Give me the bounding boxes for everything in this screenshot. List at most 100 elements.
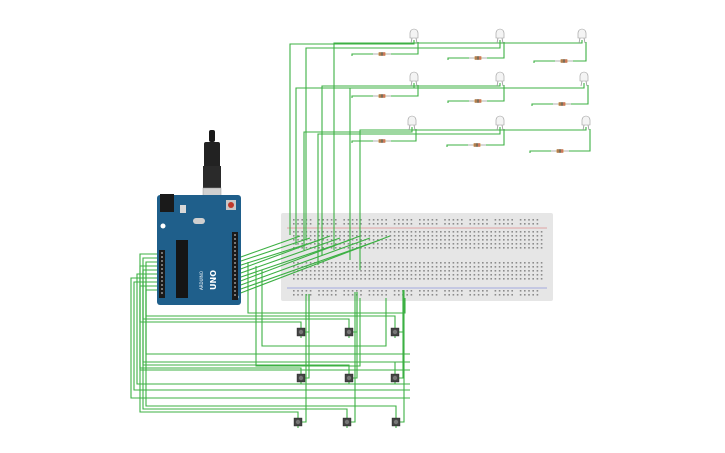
pushbutton[interactable] xyxy=(293,417,303,427)
wire[interactable] xyxy=(533,60,555,63)
header-pin[interactable] xyxy=(234,266,236,268)
pushbutton[interactable] xyxy=(296,373,306,383)
wire[interactable] xyxy=(399,290,404,379)
header-pin[interactable] xyxy=(234,238,236,240)
wire[interactable] xyxy=(486,129,505,146)
pushbutton[interactable] xyxy=(391,417,401,427)
header-pin[interactable] xyxy=(161,252,163,254)
resistor[interactable] xyxy=(468,143,486,147)
wire[interactable] xyxy=(139,285,410,371)
pushbutton[interactable] xyxy=(342,417,352,427)
breadboard[interactable] xyxy=(281,213,553,301)
pushbutton[interactable] xyxy=(296,327,306,337)
arduino-uno-board[interactable]: ARDUINO UNO xyxy=(157,130,241,305)
wire[interactable] xyxy=(302,294,307,423)
wire[interactable] xyxy=(145,289,410,355)
led[interactable] xyxy=(579,71,589,87)
header-pin[interactable] xyxy=(234,274,236,276)
header-pin[interactable] xyxy=(234,250,236,252)
resistor[interactable] xyxy=(469,56,487,60)
header-pin[interactable] xyxy=(161,260,163,262)
wire[interactable] xyxy=(351,95,373,98)
wire[interactable] xyxy=(305,40,501,240)
wire[interactable] xyxy=(359,127,587,270)
wire[interactable] xyxy=(529,150,551,153)
wire[interactable] xyxy=(237,235,301,259)
wire[interactable] xyxy=(255,266,361,367)
led[interactable] xyxy=(577,28,587,44)
header-pin[interactable] xyxy=(161,256,163,258)
led[interactable] xyxy=(409,71,419,87)
wire[interactable] xyxy=(261,270,387,347)
led[interactable] xyxy=(581,115,591,131)
pushbutton[interactable] xyxy=(344,327,354,337)
wire[interactable] xyxy=(353,292,358,379)
header-pin[interactable] xyxy=(234,242,236,244)
wire[interactable] xyxy=(237,237,371,287)
header-pin[interactable] xyxy=(161,264,163,266)
wire[interactable] xyxy=(349,83,585,260)
wire[interactable] xyxy=(237,235,331,271)
wire[interactable] xyxy=(237,237,341,275)
wire[interactable] xyxy=(487,42,505,59)
header-pin[interactable] xyxy=(234,294,236,296)
wire[interactable] xyxy=(400,290,405,423)
wire[interactable] xyxy=(133,281,410,391)
header-pin[interactable] xyxy=(161,268,163,270)
wire[interactable] xyxy=(237,237,311,263)
wire[interactable] xyxy=(237,235,361,283)
header-pin[interactable] xyxy=(161,276,163,278)
wire[interactable] xyxy=(333,40,583,250)
wire[interactable] xyxy=(569,129,591,152)
header-pin[interactable] xyxy=(234,262,236,264)
wire[interactable] xyxy=(487,85,505,102)
wire[interactable] xyxy=(447,57,469,60)
wire[interactable] xyxy=(573,42,587,62)
wire[interactable] xyxy=(446,144,468,147)
resistor[interactable] xyxy=(555,59,573,63)
wire[interactable] xyxy=(351,292,356,423)
led[interactable] xyxy=(495,115,505,131)
header-pin[interactable] xyxy=(234,282,236,284)
wire[interactable] xyxy=(142,269,410,363)
resistor[interactable] xyxy=(553,102,571,106)
pushbutton[interactable] xyxy=(390,373,400,383)
resistor[interactable] xyxy=(373,139,391,143)
header-pin[interactable] xyxy=(161,292,163,294)
resistor[interactable] xyxy=(469,99,487,103)
header-pin[interactable] xyxy=(234,278,236,280)
wire[interactable] xyxy=(391,85,419,97)
wire[interactable] xyxy=(447,100,469,103)
header-pin[interactable] xyxy=(161,280,163,282)
led[interactable] xyxy=(407,115,417,131)
pushbutton[interactable] xyxy=(344,373,354,383)
resistor[interactable] xyxy=(373,94,391,98)
header-pin[interactable] xyxy=(234,258,236,260)
led[interactable] xyxy=(409,28,419,44)
wire[interactable] xyxy=(391,42,419,55)
wire[interactable] xyxy=(531,103,553,106)
header-pin[interactable] xyxy=(161,272,163,274)
header-pin[interactable] xyxy=(234,254,236,256)
wire[interactable] xyxy=(351,140,373,143)
header-pin[interactable] xyxy=(234,286,236,288)
wire[interactable] xyxy=(237,235,391,295)
wire[interactable] xyxy=(130,277,410,399)
wire[interactable] xyxy=(247,262,406,314)
led[interactable] xyxy=(495,71,505,87)
wire[interactable] xyxy=(571,85,589,105)
wire[interactable] xyxy=(391,129,417,142)
header-pin[interactable] xyxy=(234,270,236,272)
header-pin[interactable] xyxy=(234,290,236,292)
wire[interactable] xyxy=(289,40,415,235)
resistor[interactable] xyxy=(373,52,391,56)
pushbutton[interactable] xyxy=(390,327,400,337)
led[interactable] xyxy=(495,28,505,44)
wire[interactable] xyxy=(351,53,373,56)
resistor[interactable] xyxy=(551,149,569,153)
header-pin[interactable] xyxy=(161,284,163,286)
header-pin[interactable] xyxy=(234,234,236,236)
header-pin[interactable] xyxy=(161,288,163,290)
header-pin[interactable] xyxy=(234,246,236,248)
wire[interactable] xyxy=(136,273,410,385)
